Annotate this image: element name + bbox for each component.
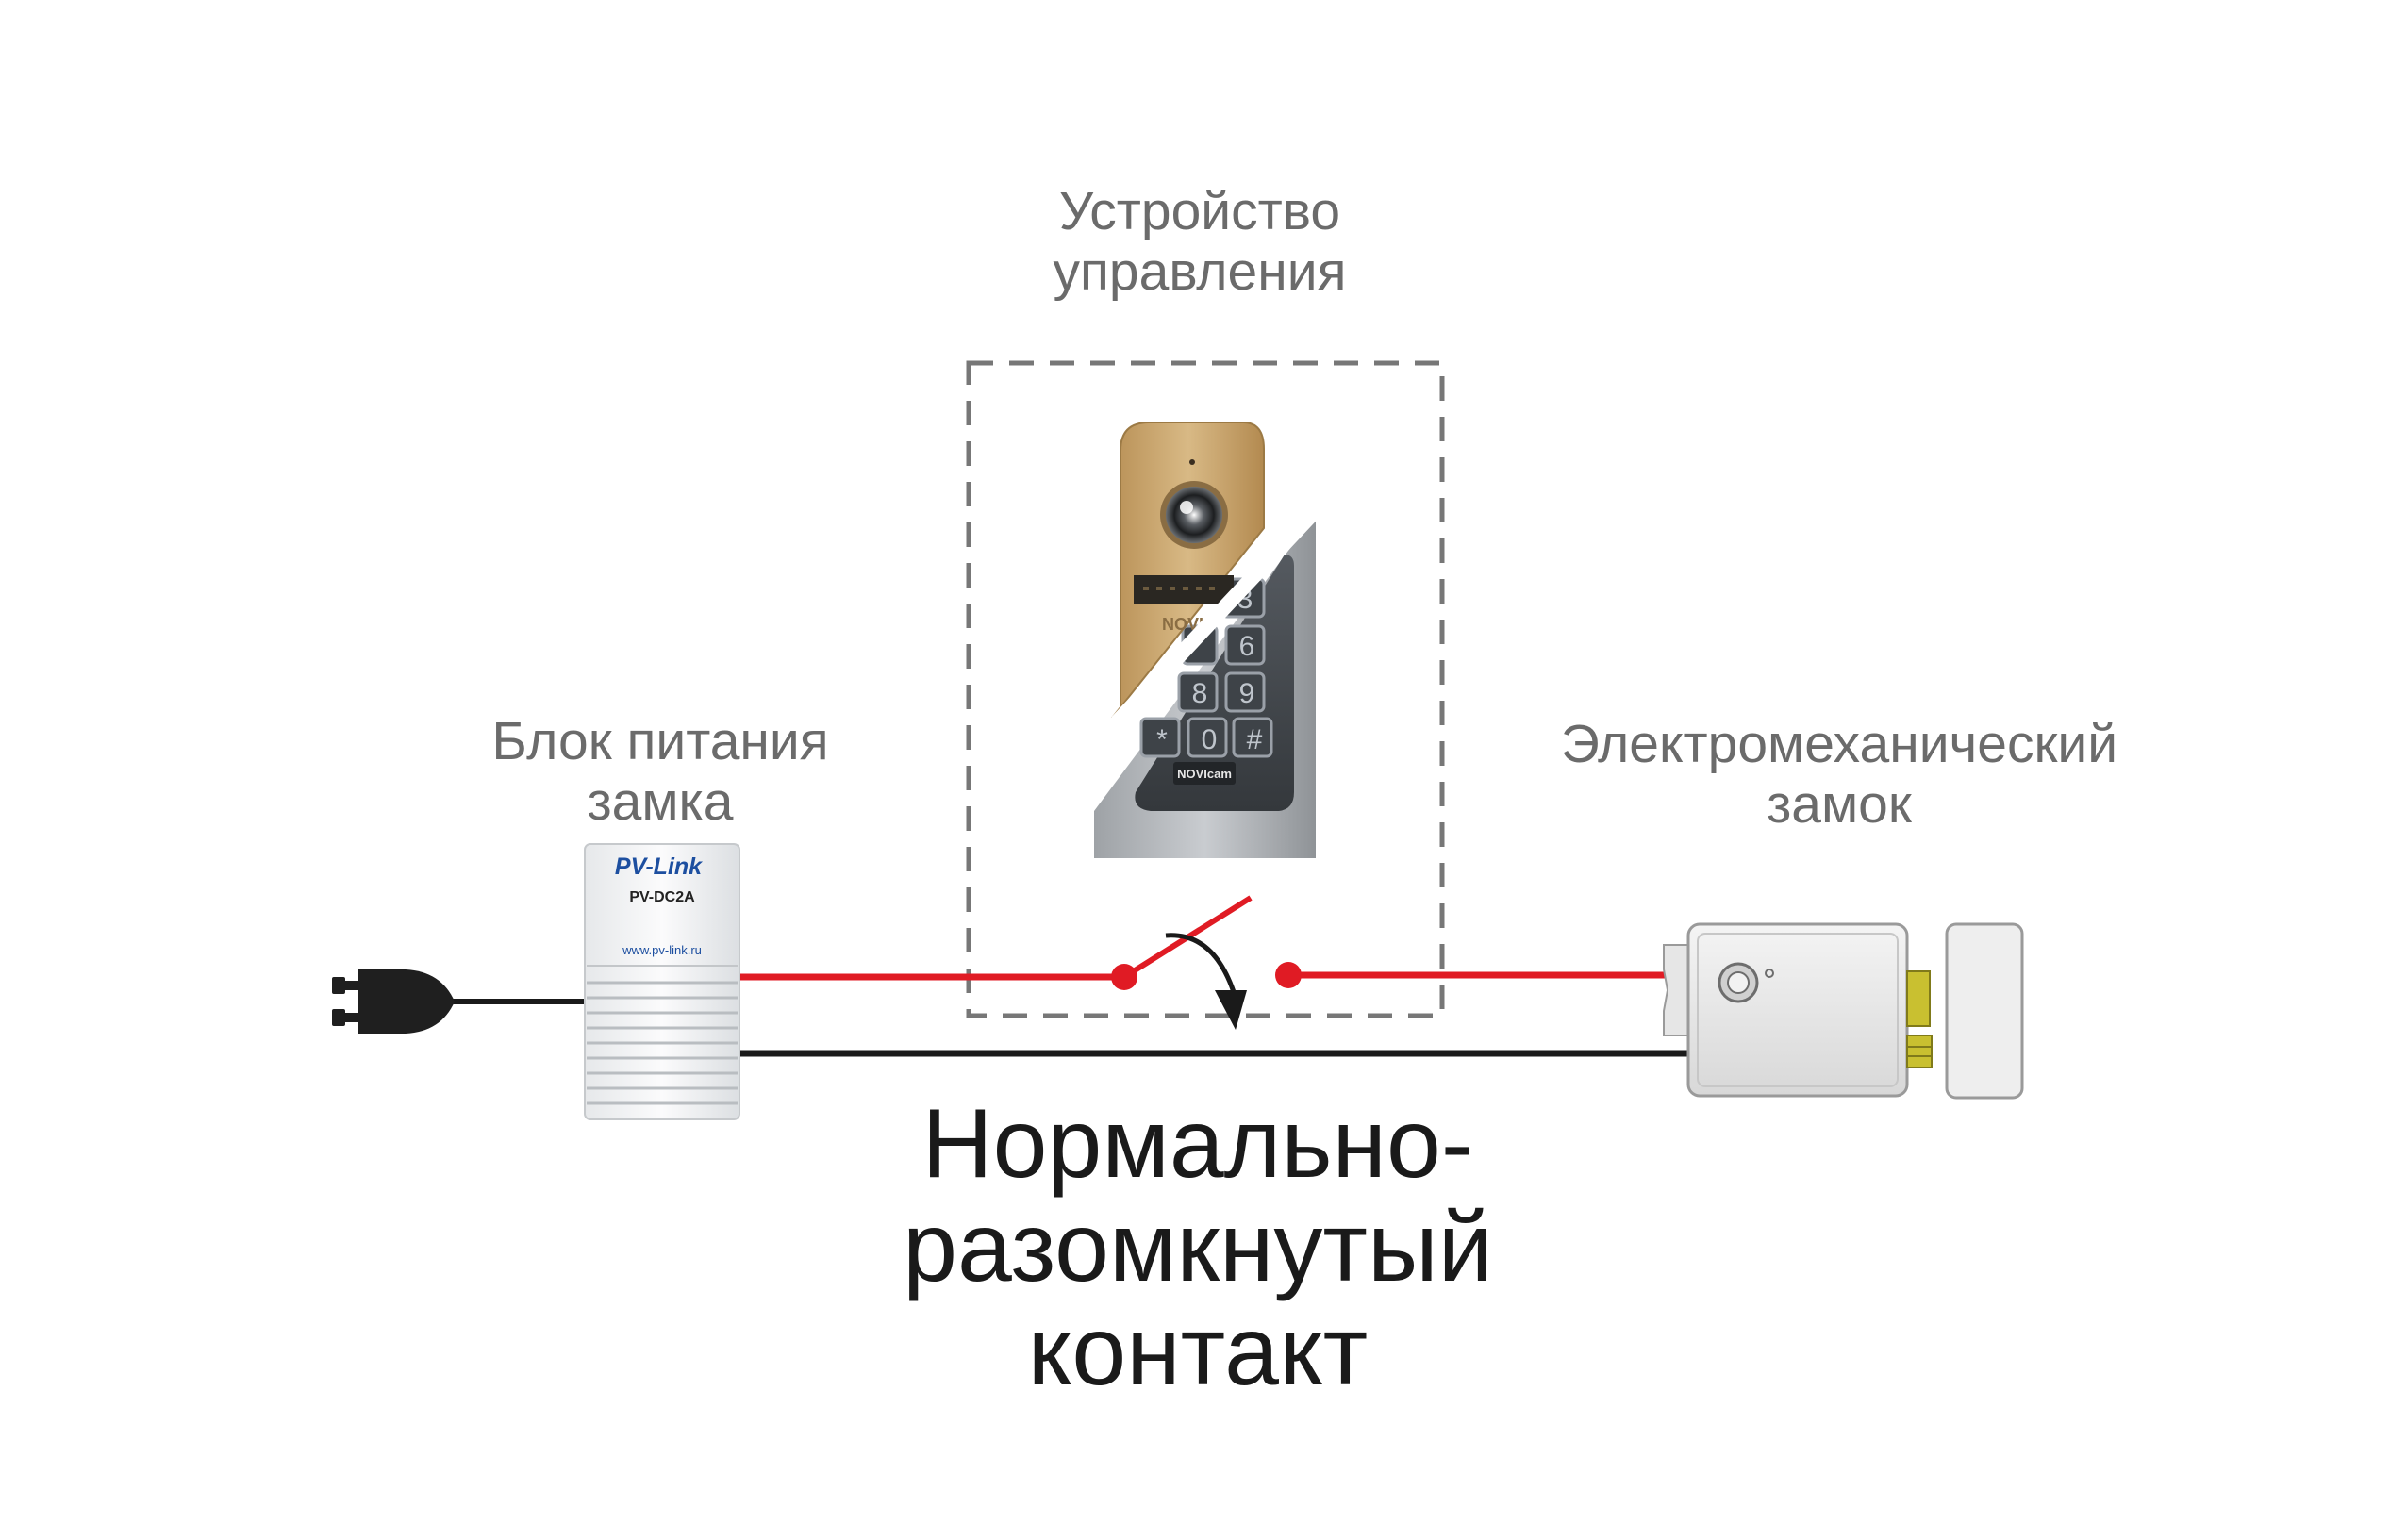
- control-device-frame: [966, 360, 1445, 1018]
- key-6: 6: [1239, 631, 1255, 662]
- key-star: *: [1156, 724, 1168, 755]
- lock-bolt: [1906, 970, 1933, 1068]
- lock-keyhole: [1718, 962, 1774, 1003]
- psu-vent-ribs: [587, 981, 738, 1105]
- electromechanical-lock: [1663, 922, 2024, 1100]
- psu-brand: PV-Link: [615, 853, 703, 880]
- label-power-supply: Блок питания замка: [491, 711, 829, 832]
- switch-contact-icon: [1111, 895, 1302, 990]
- key-0: 0: [1202, 724, 1218, 755]
- psu-url: www.pv-link.ru: [622, 943, 702, 957]
- power-supply-unit: PV-Link PV-DC2A www.pv-link.ru: [584, 843, 740, 1120]
- psu-model: PV-DC2A: [629, 889, 695, 905]
- key-9: 9: [1239, 678, 1255, 709]
- panel-brand-logo: NOVI: [1162, 615, 1204, 634]
- key-8: 8: [1192, 678, 1208, 709]
- lock-strike-plate: [1945, 922, 2024, 1100]
- label-control-device: Устройство управления: [1053, 181, 1347, 302]
- intercom-panel: 3 6 8 9 * 0 # NOVIcam: [1094, 422, 1322, 858]
- key-hash: #: [1247, 724, 1263, 755]
- plug-icon: [332, 969, 587, 1034]
- keypad-brand-logo: NOVIcam: [1177, 767, 1232, 781]
- arrow-icon: [1165, 933, 1247, 1030]
- camera-lens-icon: [1160, 481, 1228, 549]
- label-electromechanical-lock: Электромеханический замок: [1560, 714, 2118, 835]
- main-caption: Нормально- разомкнутый контакт: [903, 1089, 1493, 1406]
